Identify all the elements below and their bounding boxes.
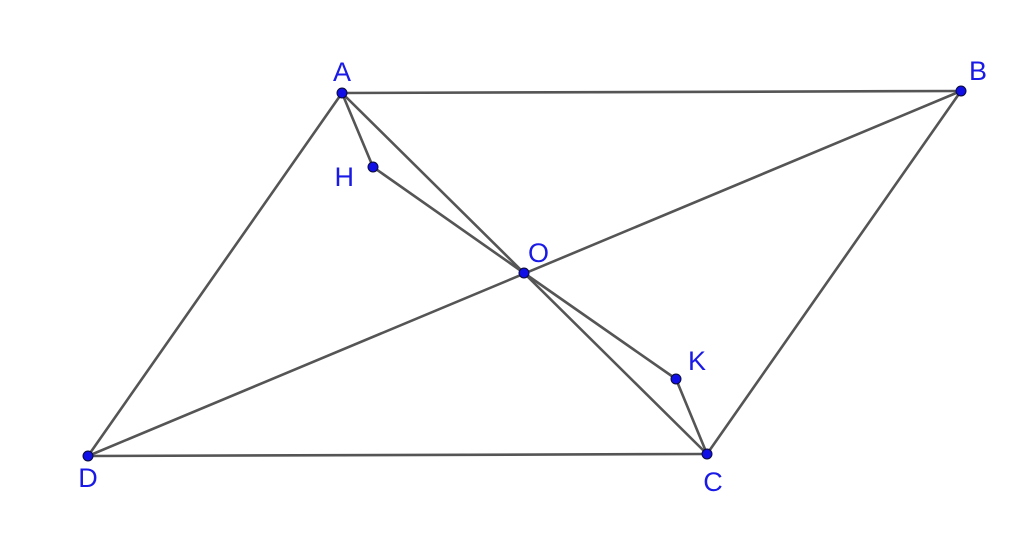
point-label-D: D xyxy=(78,463,98,493)
segment-CD xyxy=(86,452,709,458)
point-label-K: K xyxy=(688,346,706,376)
segment-HO xyxy=(371,165,526,275)
labels-layer: A B C D O H K xyxy=(78,56,987,497)
point-label-B: B xyxy=(969,56,987,86)
point-label-C: C xyxy=(703,467,723,497)
point-A xyxy=(336,87,348,99)
segment-DA xyxy=(86,91,344,458)
point-label-A: A xyxy=(333,57,351,87)
point-B xyxy=(955,85,967,97)
point-label-O: O xyxy=(528,238,549,268)
point-C xyxy=(701,448,713,460)
point-O xyxy=(518,267,530,279)
segment-AB xyxy=(340,89,963,95)
point-label-H: H xyxy=(335,162,355,192)
segment-BC xyxy=(705,89,963,456)
point-D xyxy=(82,450,94,462)
point-H xyxy=(367,161,379,173)
points-layer xyxy=(82,85,967,462)
segment-KC xyxy=(674,377,709,456)
point-K xyxy=(670,373,682,385)
segment-AH xyxy=(340,91,375,169)
segment-OK xyxy=(522,271,678,381)
